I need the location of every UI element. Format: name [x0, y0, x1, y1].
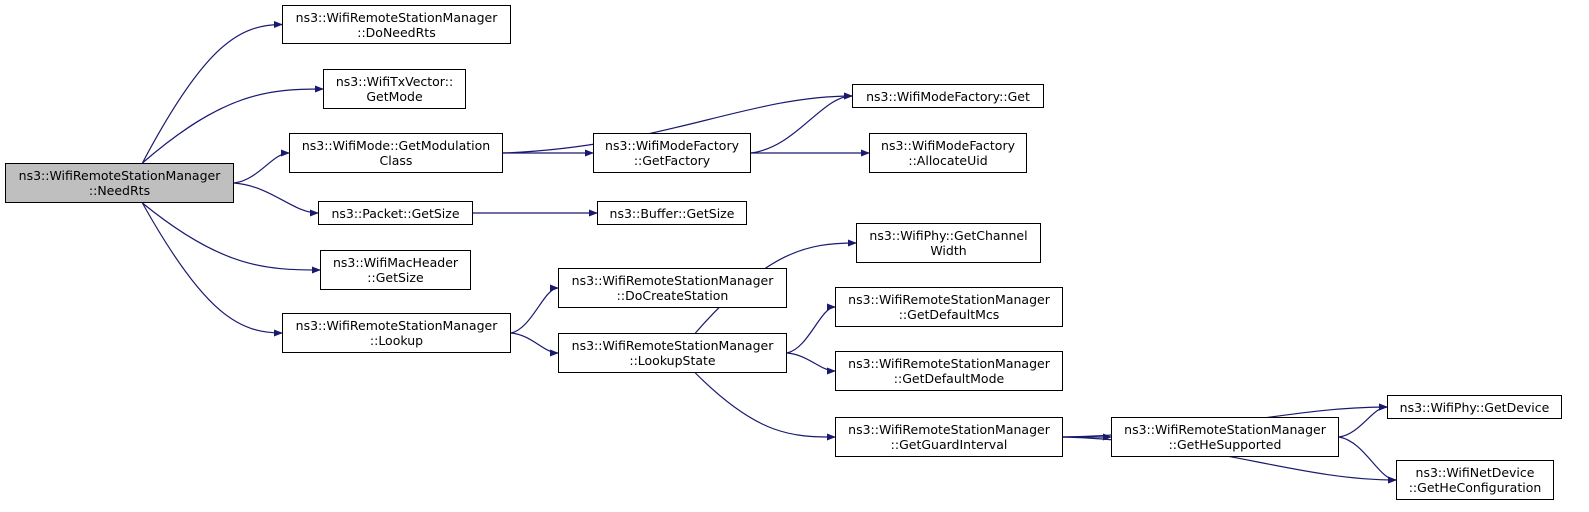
node-label-line: ns3::WifiModeFactory::Get — [866, 88, 1030, 104]
edge-lookup-to-lookup-state — [510, 332, 559, 357]
edge-need-rts-to-lookup — [141, 202, 283, 337]
node-get-default-mode[interactable]: ns3::WifiRemoteStationManager::GetDefaul… — [835, 351, 1063, 391]
node-label-line: ns3::WifiRemoteStationManager — [571, 273, 774, 288]
node-label-line: ::AllocateUid — [908, 153, 988, 168]
edge-need-rts-to-tx-get-mode — [142, 85, 324, 164]
node-mode-factory-get[interactable]: ns3::WifiModeFactory::Get — [852, 84, 1044, 108]
edge-need-rts-to-mac-get-size — [142, 202, 321, 274]
node-label-line: ::GetFactory — [633, 153, 711, 168]
edge-lookup-to-do-create-station — [510, 284, 559, 334]
node-label-line: ::DoCreateStation — [616, 288, 729, 303]
node-lookup[interactable]: ns3::WifiRemoteStationManager::Lookup — [282, 313, 511, 353]
node-label-line: ::GetDefaultMcs — [898, 307, 1000, 322]
node-label-line: GetMode — [366, 89, 423, 104]
edge-get-mod-class-to-factory-get — [502, 92, 853, 154]
node-mac-header-get-size[interactable]: ns3::WifiMacHeader::GetSize — [320, 250, 471, 290]
node-label-line: ns3::WifiRemoteStationManager — [571, 338, 774, 353]
node-label-line: ::GetHeSupported — [1168, 437, 1282, 452]
node-label-line: ns3::Buffer::GetSize — [609, 205, 735, 221]
node-label-line: ns3::WifiRemoteStationManager — [848, 356, 1050, 371]
node-allocate-uid[interactable]: ns3::WifiModeFactory::AllocateUid — [869, 133, 1027, 173]
node-label-line: ::NeedRts — [88, 183, 151, 198]
node-label-line: ns3::WifiRemoteStationManager — [18, 168, 221, 183]
node-phy-get-device[interactable]: ns3::WifiPhy::GetDevice — [1387, 395, 1562, 419]
node-do-create-station[interactable]: ns3::WifiRemoteStationManager::DoCreateS… — [558, 268, 787, 308]
node-label-line: ns3::WifiRemoteStationManager — [1124, 422, 1326, 437]
node-label-line: ::DoNeedRts — [357, 24, 436, 40]
edge-need-rts-to-get-mod-class — [233, 149, 290, 184]
node-lookup-state[interactable]: ns3::WifiRemoteStationManager::LookupSta… — [558, 333, 787, 373]
node-label-line: ::GetSize — [367, 270, 424, 285]
edge-need-rts-to-do-need-rts — [141, 20, 283, 164]
edge-lookup-state-to-guard-interval — [694, 372, 836, 441]
node-label-line: Class — [379, 153, 413, 168]
node-do-need-rts[interactable]: ns3::WifiRemoteStationManager::DoNeedRts — [282, 5, 511, 44]
node-label-line: ::Lookup — [369, 333, 424, 348]
node-get-guard-interval[interactable]: ns3::WifiRemoteStationManager::GetGuardI… — [835, 417, 1063, 457]
node-get-he-configuration[interactable]: ns3::WifiNetDevice::GetHeConfiguration — [1396, 460, 1554, 500]
node-label-line: ns3::WifiModeFactory — [605, 138, 739, 153]
node-label-line: ns3::Packet::GetSize — [331, 205, 460, 221]
edge-get-factory-to-factory-get — [750, 92, 853, 154]
node-get-factory[interactable]: ns3::WifiModeFactory::GetFactory — [593, 133, 751, 173]
node-label-line: ns3::WifiMode::GetModulation — [301, 138, 491, 153]
node-label-line: ns3::WifiRemoteStationManager — [848, 292, 1050, 307]
node-label-line: ::GetHeConfiguration — [1408, 480, 1542, 495]
node-label-line: ns3::WifiMacHeader — [332, 255, 459, 270]
node-packet-get-size[interactable]: ns3::Packet::GetSize — [318, 201, 473, 225]
node-label-line: ns3::WifiRemoteStationManager — [295, 318, 498, 333]
node-label-line: ns3::WifiRemoteStationManager — [848, 422, 1050, 437]
node-buffer-get-size[interactable]: ns3::Buffer::GetSize — [597, 201, 747, 225]
node-get-default-mcs[interactable]: ns3::WifiRemoteStationManager::GetDefaul… — [835, 287, 1063, 327]
node-label-line: ns3::WifiPhy::GetDevice — [1399, 399, 1550, 415]
node-label-line: ns3::WifiTxVector:: — [335, 74, 454, 89]
node-tx-vector-get-mode[interactable]: ns3::WifiTxVector::GetMode — [323, 69, 466, 109]
edge-he-supported-to-phy-get-device — [1338, 403, 1388, 438]
edge-he-supported-to-he-config — [1338, 436, 1397, 484]
node-label-line: ns3::WifiNetDevice — [1415, 465, 1535, 480]
node-label-line: ns3::WifiModeFactory — [881, 138, 1015, 153]
node-need-rts: ns3::WifiRemoteStationManager::NeedRts — [5, 163, 234, 203]
node-get-he-supported[interactable]: ns3::WifiRemoteStationManager::GetHeSupp… — [1111, 417, 1339, 457]
node-label-line: ::LookupState — [629, 353, 716, 368]
node-label-line: ns3::WifiRemoteStationManager — [295, 9, 498, 25]
node-label-line: Width — [930, 243, 967, 258]
edge-lookup-state-to-default-mcs — [786, 303, 836, 354]
node-label-line: ::GetGuardInterval — [890, 437, 1008, 452]
node-label-line: ns3::WifiPhy::GetChannel — [869, 228, 1028, 243]
edge-need-rts-to-packet-get-size — [233, 182, 319, 217]
node-label-line: ::GetDefaultMode — [893, 371, 1005, 386]
edge-lookup-state-to-default-mode — [786, 352, 836, 375]
